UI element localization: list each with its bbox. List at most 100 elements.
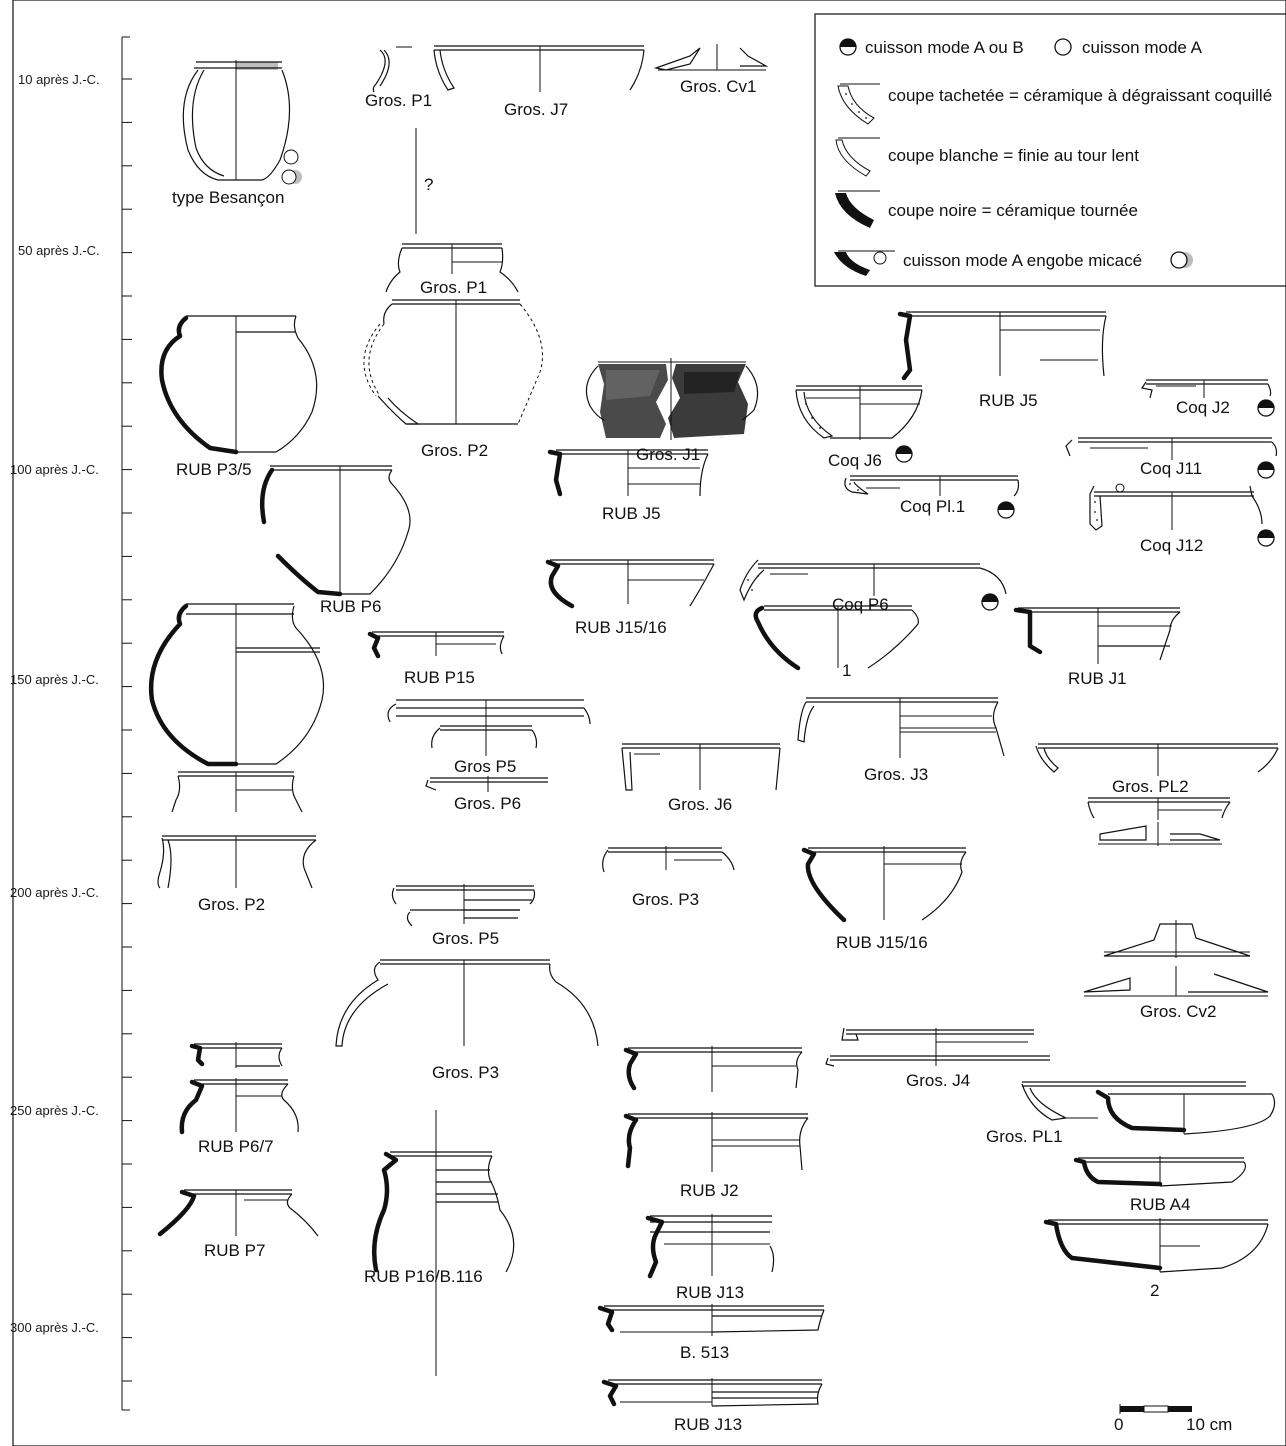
vessel-label: RUB J15/16 xyxy=(575,618,667,637)
vessel-gros-pl2-variant xyxy=(1087,797,1231,846)
vessel-rub-j1 xyxy=(1013,607,1181,664)
vessel-gros-p5 xyxy=(391,884,536,927)
vessel-label: RUB J15/16 xyxy=(836,933,928,952)
vessel-rub-p3-5 xyxy=(159,315,318,455)
micaceous-circle-icon xyxy=(1170,251,1193,269)
timeline-label: 100 après J.-C. xyxy=(10,462,99,477)
timeline-label: 150 après J.-C. xyxy=(10,672,99,687)
vessel-rub-p6 xyxy=(260,465,411,597)
legend-text: coupe tachetée = céramique à dégraissant… xyxy=(888,86,1272,105)
vessel-gros-p2 xyxy=(157,835,317,889)
vessel-label: Coq J6 xyxy=(828,451,882,470)
vessel-gros-j1-photo xyxy=(585,358,759,440)
vessel-gros-p3 xyxy=(335,959,599,1047)
vessel-rub-j2 xyxy=(623,1046,803,1092)
vessel-label: Gros. P6 xyxy=(454,794,521,813)
vessel-label: B. 513 xyxy=(680,1343,729,1362)
legend-text: cuisson mode A xyxy=(1082,38,1203,57)
vessel-label: RUB P6/7 xyxy=(198,1137,274,1156)
vessel-label: Gros. P1 xyxy=(420,278,487,297)
vessel-label: RUB J5 xyxy=(602,504,661,523)
vessel-coq-j6 xyxy=(795,385,923,440)
vessel-label: Gros. J7 xyxy=(504,100,568,119)
vessel-label: Coq J12 xyxy=(1140,536,1203,555)
vessel-label: Gros. P3 xyxy=(432,1063,499,1082)
vessel-gros-j7 xyxy=(433,45,645,92)
scale-label: 10 cm xyxy=(1186,1415,1232,1434)
vessel-coq-j12 xyxy=(1089,483,1263,531)
legend-text: coupe noire = céramique tournée xyxy=(888,201,1138,220)
half-filled-circle-icon xyxy=(997,501,1015,519)
vessel-rub-j13 xyxy=(645,1214,775,1279)
timeline-label: 250 après J.-C. xyxy=(10,1103,99,1118)
vessel-label: Coq J11 xyxy=(1140,459,1202,478)
half-filled-circle-icon xyxy=(1257,399,1275,417)
vessel-label: Gros. P5 xyxy=(432,929,499,948)
vessel-label: RUB J2 xyxy=(680,1181,739,1200)
vessel-label: Gros. J3 xyxy=(864,765,928,784)
vessel-label: RUB P6 xyxy=(320,597,381,616)
vessel-1 xyxy=(753,605,919,671)
open-circle-icon xyxy=(1054,38,1072,56)
vessel-label: Gros. P3 xyxy=(632,890,699,909)
vessel-label: Gros. P2 xyxy=(198,895,265,914)
legend-box xyxy=(814,13,1286,287)
vessel-label: RUB J5 xyxy=(979,391,1038,410)
scale-zero: 0 xyxy=(1114,1415,1123,1434)
vessel-rub-j13 xyxy=(601,1378,823,1407)
vessel-rub-j5 xyxy=(897,311,1107,381)
legend-text: cuisson mode A ou B xyxy=(865,38,1024,57)
half-filled-circle-icon xyxy=(981,593,999,611)
vessel-label: Gros. Cv2 xyxy=(1140,1002,1217,1021)
vessel-type-besancon xyxy=(182,60,302,185)
half-filled-circle-icon xyxy=(839,38,857,56)
vessel-gros-p5 xyxy=(387,699,591,756)
vessel-label: RUB J13 xyxy=(674,1415,742,1434)
vessel-gros-j4 xyxy=(825,1027,1050,1067)
vessel-rub-p16-b116 xyxy=(372,1110,515,1376)
vessel-gros-cv1 xyxy=(653,44,769,71)
vessel-label: Gros P5 xyxy=(454,757,516,776)
black-section-icon xyxy=(835,190,880,228)
vessel-label: Gros. PL1 xyxy=(986,1127,1063,1146)
timeline-label: 200 après J.-C. xyxy=(10,885,99,900)
vessel-rub-a4 xyxy=(1073,1156,1247,1187)
vessel-gros-p2 xyxy=(363,299,543,425)
vessel-gros-pl2 xyxy=(1035,743,1279,776)
legend: cuisson mode A ou B cuisson mode A coupe… xyxy=(814,13,1286,287)
vessel-rub-p-large xyxy=(148,603,325,767)
vessel-label: Gros. Cv1 xyxy=(680,77,757,96)
vessel-label: Gros. J4 xyxy=(906,1071,970,1090)
vessel-rub-j2 xyxy=(623,1112,809,1172)
timeline-label: 300 après J.-C. xyxy=(10,1320,99,1335)
vessel-rub-j5 xyxy=(547,449,709,497)
vessel-label: 2 xyxy=(1150,1281,1159,1300)
vessel-gros-pl1 xyxy=(1021,1081,1276,1135)
vessel-rub-p7 xyxy=(157,1189,319,1237)
vessel-label: ? xyxy=(424,175,433,194)
scale-bar: 0 10 cm xyxy=(1114,1404,1232,1434)
half-filled-circle-icon xyxy=(1257,529,1275,547)
vessel-rub-p15 xyxy=(367,631,505,659)
vessel-label: RUB P7 xyxy=(204,1241,265,1260)
vessel-label: RUB J13 xyxy=(676,1283,744,1302)
timeline: 10 après J.-C. 50 après J.-C. 100 après … xyxy=(10,36,132,1411)
vessel-label: Coq Pl.1 xyxy=(900,497,965,516)
vessel-label: 1 xyxy=(842,661,851,680)
vessel-label: Gros. P1 xyxy=(365,91,432,110)
half-filled-circle-icon xyxy=(895,445,913,463)
timeline-label: 10 après J.-C. xyxy=(18,72,100,87)
vessel-coq-pl1 xyxy=(844,475,1020,497)
vessel-rub-j15-16 xyxy=(801,846,967,923)
vessel-gros-p1 xyxy=(385,243,519,293)
vessel-label: RUB J1 xyxy=(1068,669,1127,688)
vessel-label: RUB A4 xyxy=(1130,1195,1190,1214)
vessel-label: Gros. J6 xyxy=(668,795,732,814)
white-section-icon xyxy=(835,137,880,177)
timeline-ticks xyxy=(122,78,132,1382)
micaceous-section-icon xyxy=(834,250,895,276)
vessel-rub-p6-7 xyxy=(179,1042,299,1135)
vessel-gros-j3 xyxy=(797,697,1005,758)
vessel-coq-j11 xyxy=(1065,437,1278,460)
